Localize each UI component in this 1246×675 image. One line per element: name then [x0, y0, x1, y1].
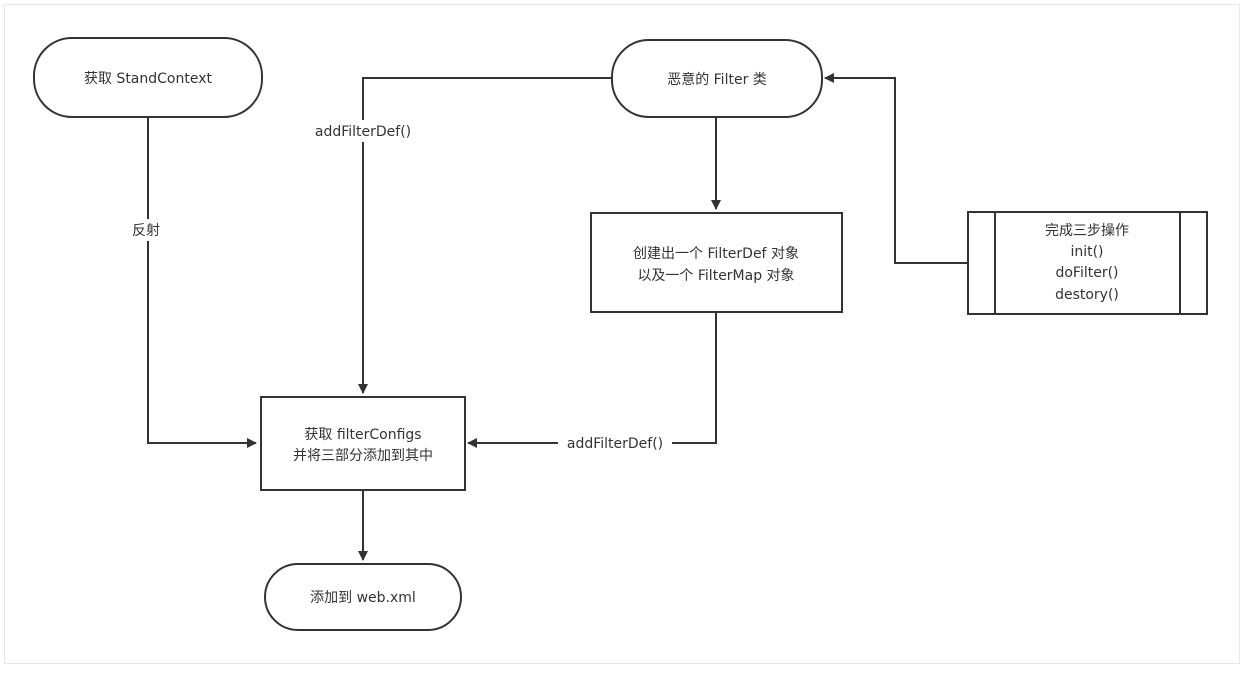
node-add-to-webxml: 添加到 web.xml	[264, 563, 462, 631]
node-three-steps-line-3: doFilter()	[1055, 265, 1118, 281]
edge-label-addfilterdef-2: addFilterDef()	[567, 436, 663, 452]
node-get-filterconfigs-line-2: 并将三部分添加到其中	[293, 448, 433, 464]
node-create-objects-line-2: 以及一个 FilterMap 对象	[637, 268, 794, 284]
node-three-steps-line-1: 完成三步操作	[1045, 223, 1129, 239]
node-malicious-filter: 恶意的 Filter 类	[611, 39, 823, 118]
node-create-objects-line-1: 创建出一个 FilterDef 对象	[633, 246, 799, 262]
edge-reflect: 反射	[124, 117, 257, 448]
node-get-standcontext: 获取 StandContext	[33, 37, 263, 118]
node-malicious-filter-label: 恶意的 Filter 类	[667, 71, 767, 88]
node-three-steps-line-4: destory()	[1055, 287, 1119, 303]
node-create-objects: 创建出一个 FilterDef 对象 以及一个 FilterMap 对象	[590, 212, 843, 313]
node-get-filterconfigs: 获取 filterConfigs 并将三部分添加到其中	[260, 396, 466, 491]
node-get-standcontext-label: 获取 StandContext	[84, 71, 213, 87]
node-three-steps: 完成三步操作 init() doFilter() destory()	[967, 211, 1208, 315]
edge-create-to-configs: addFilterDef()	[467, 312, 717, 454]
edge-label-addfilterdef-1: addFilterDef()	[315, 124, 411, 140]
edge-steps-to-filter	[824, 73, 968, 264]
node-three-steps-line-2: init()	[1070, 244, 1103, 260]
node-add-to-webxml-label: 添加到 web.xml	[310, 590, 416, 606]
edge-label-reflect: 反射	[132, 223, 160, 239]
edge-filter-to-configs: addFilterDef()	[306, 77, 613, 394]
node-get-filterconfigs-line-1: 获取 filterConfigs	[304, 427, 421, 443]
